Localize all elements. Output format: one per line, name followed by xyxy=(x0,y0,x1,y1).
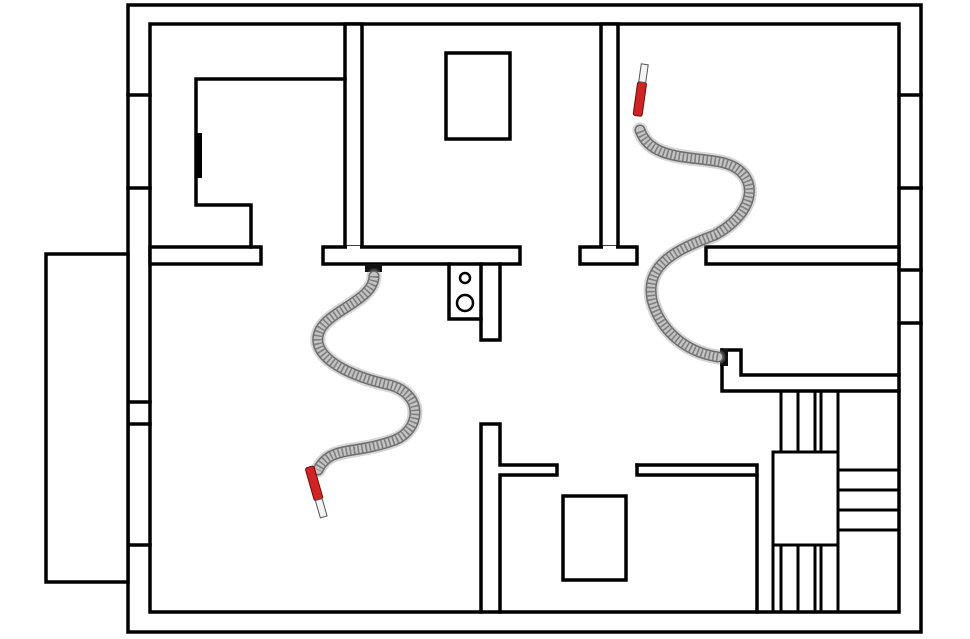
vacuum-inlet-icon xyxy=(720,349,728,366)
interior-wall-left-top xyxy=(343,22,364,250)
drain-icon xyxy=(455,293,475,313)
tap-icon xyxy=(458,271,472,285)
vacuum-hose-left xyxy=(305,264,423,519)
hose-handle-right xyxy=(632,63,649,117)
wall-segment-center xyxy=(321,245,522,266)
vacuum-hose-right xyxy=(632,63,757,366)
sink-unit xyxy=(447,262,502,342)
table-top-room xyxy=(444,51,512,141)
window-marks xyxy=(126,93,923,547)
interior-wall-right-top xyxy=(599,22,620,250)
wall-segment-right xyxy=(704,245,901,266)
table-bottom-room xyxy=(561,494,628,582)
exterior-walls xyxy=(126,3,923,634)
interior-walls-bottom xyxy=(479,422,759,614)
wall-segment-left xyxy=(148,245,263,266)
staircase xyxy=(720,348,901,612)
balcony xyxy=(44,252,130,584)
closet-outline xyxy=(194,77,347,249)
closet-door-mark xyxy=(196,133,202,178)
vacuum-inlet-icon xyxy=(365,264,382,272)
hose-handle-left xyxy=(305,465,328,519)
